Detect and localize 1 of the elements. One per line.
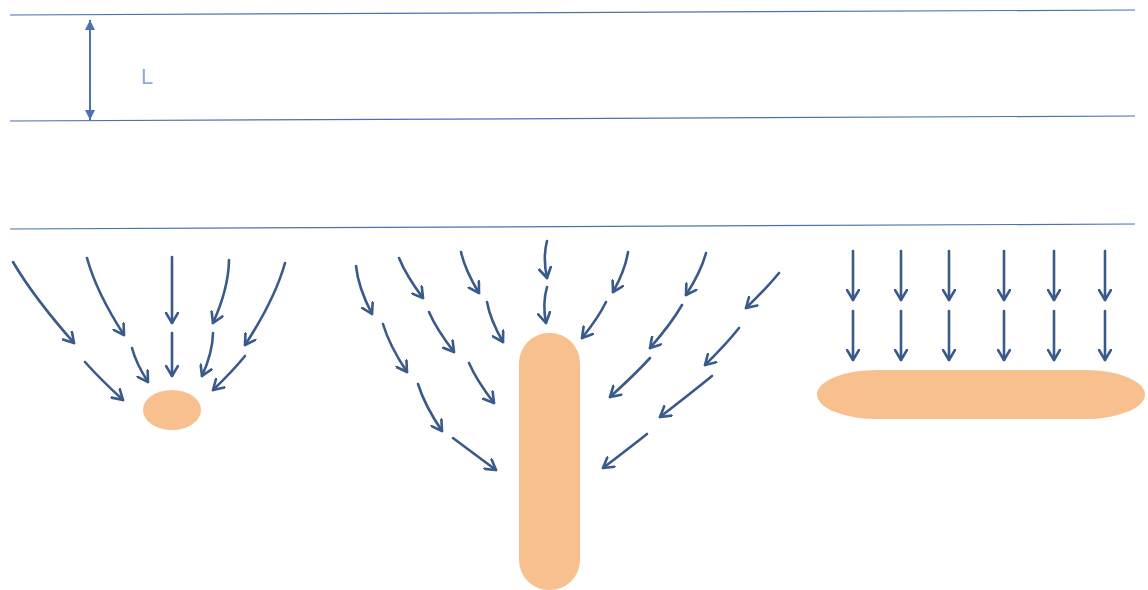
dimension-label: L xyxy=(141,65,154,89)
